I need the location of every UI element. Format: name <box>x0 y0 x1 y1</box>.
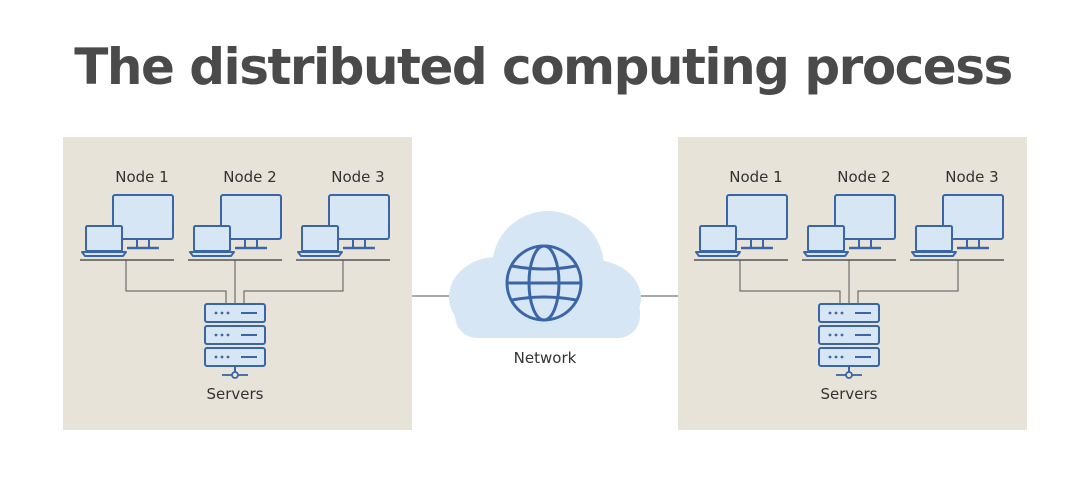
cluster-panel-left <box>63 137 412 430</box>
server-rack-icon <box>204 303 266 379</box>
node-1-label: Node 1 <box>115 168 169 186</box>
server-rack-icon <box>818 303 880 379</box>
node-3-workstation <box>910 193 1005 261</box>
node-1-workstation <box>694 193 789 261</box>
laptop-icon <box>803 225 849 257</box>
node-2-workstation <box>188 193 283 261</box>
laptop-icon <box>911 225 957 257</box>
node-1-workstation <box>80 193 175 261</box>
laptop-icon <box>81 225 127 257</box>
servers-label: Servers <box>820 385 878 403</box>
node-3-workstation <box>296 193 391 261</box>
laptop-icon <box>297 225 343 257</box>
laptop-icon <box>695 225 741 257</box>
cluster-connectors <box>125 260 344 303</box>
globe-icon <box>505 244 583 322</box>
diagram-title: The distributed computing process <box>74 38 1013 96</box>
cluster-left <box>80 193 391 379</box>
node-1-label: Node 1 <box>729 168 783 186</box>
laptop-icon <box>189 225 235 257</box>
node-3-label: Node 3 <box>945 168 999 186</box>
node-2-label: Node 2 <box>837 168 891 186</box>
cluster-right <box>694 193 1005 379</box>
node-2-workstation <box>802 193 897 261</box>
node-2-label: Node 2 <box>223 168 277 186</box>
servers-label: Servers <box>206 385 264 403</box>
cluster-panel-right <box>678 137 1027 430</box>
cluster-connectors <box>739 260 959 303</box>
network-label: Network <box>513 349 577 367</box>
node-3-label: Node 3 <box>331 168 385 186</box>
cloud-icon <box>449 211 641 338</box>
